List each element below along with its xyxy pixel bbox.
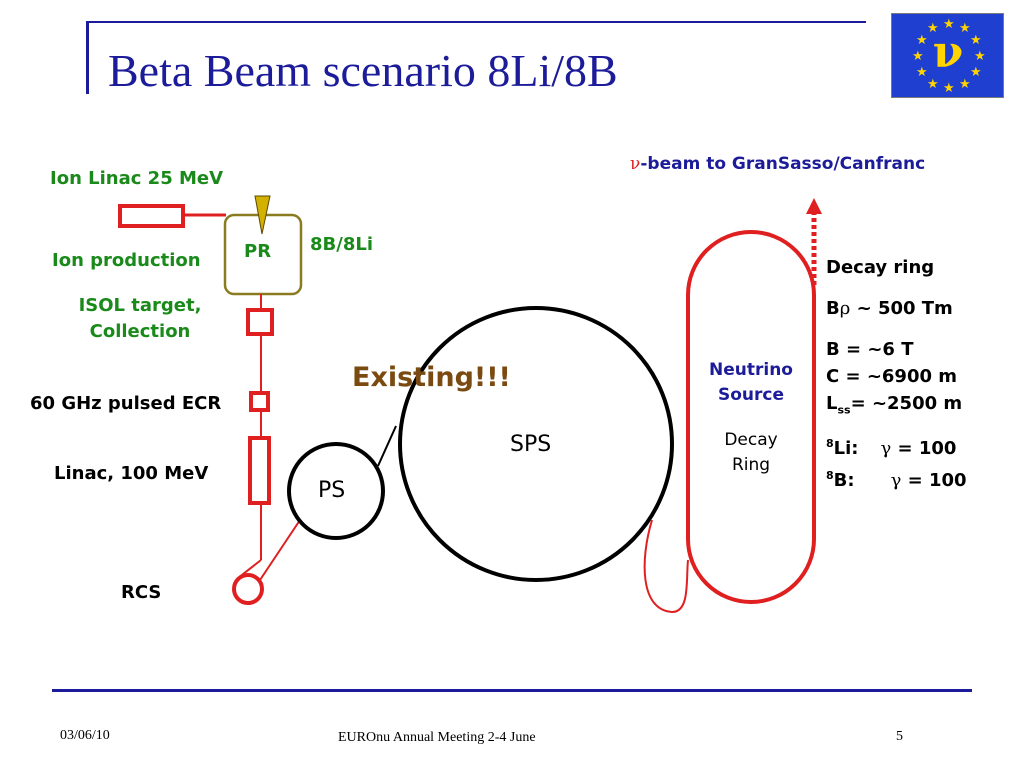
- ps-ring: [287, 442, 385, 540]
- ion-linac-box: [118, 204, 185, 228]
- sps-label: SPS: [510, 432, 552, 457]
- decay-ring-parameters: Decay ring Bρ ~ 500 Tm B = ~6 T C = ~690…: [826, 254, 967, 494]
- beam-text: -beam to GranSasso/Canfranc: [640, 154, 926, 174]
- svg-text:★: ★: [959, 21, 971, 36]
- param-lss: Lss= ~2500 m: [826, 393, 963, 417]
- neutrino-source-line-1: Neutrino: [709, 360, 793, 380]
- svg-text:★: ★: [943, 81, 955, 96]
- param-decay-ring: Decay ring: [826, 257, 935, 278]
- isol-target-label: ISOL target, Collection: [40, 293, 240, 345]
- svg-text:★: ★: [916, 33, 928, 48]
- ion-production-label: Ion production: [52, 250, 201, 271]
- ion-linac-label: Ion Linac 25 MeV: [50, 168, 224, 189]
- sps-ring: [398, 306, 674, 582]
- linac-label: Linac, 100 MeV: [54, 463, 209, 484]
- ecr-box: [249, 391, 270, 412]
- beam-destination-label: ν-beam to GranSasso/Canfranc: [630, 154, 925, 174]
- decay-ring-line-1: Decay: [724, 430, 778, 450]
- pr-label: PR: [244, 241, 272, 262]
- footer-event: EUROnu Annual Meeting 2-4 June: [338, 730, 536, 745]
- svg-text:★: ★: [912, 49, 924, 64]
- title-bracket-vertical: [86, 22, 89, 94]
- neutrino-source-label: Neutrino Source: [695, 358, 807, 408]
- sps-to-decay-ring-line: [643, 519, 689, 614]
- rcs-ring: [232, 573, 264, 605]
- param-brho: Bρ ~ 500 Tm: [826, 298, 953, 319]
- svg-text:★: ★: [916, 65, 928, 80]
- existing-label: Existing!!!: [352, 362, 511, 393]
- footer-rule: [52, 689, 972, 692]
- param-circumference: C = ~6900 m: [826, 366, 958, 387]
- ps-to-sps-line: [377, 425, 397, 467]
- ecr-label: 60 GHz pulsed ECR: [30, 393, 222, 414]
- beam-arrow-head: [806, 198, 822, 214]
- footer-date: 03/06/10: [60, 728, 110, 743]
- param-li-gamma: 8Li:γ = 100: [826, 436, 957, 459]
- isol-line-1: ISOL target,: [78, 295, 202, 316]
- neutrino-source-line-2: Source: [717, 385, 785, 405]
- logo-nu-letter: ν: [932, 27, 964, 78]
- param-b-field: B = ~6 T: [826, 339, 914, 360]
- svg-text:★: ★: [927, 21, 939, 36]
- decay-ring-line-2: Ring: [731, 455, 771, 475]
- isol-target-box: [246, 308, 274, 336]
- footer-page-number: 5: [896, 729, 903, 744]
- rcs-label: RCS: [121, 582, 162, 603]
- param-b-gamma: 8B:γ = 100: [826, 468, 967, 491]
- svg-text:★: ★: [970, 65, 982, 80]
- ps-label: PS: [318, 478, 346, 503]
- star-circle-icon: ★ ★ ★ ★ ★ ★ ★ ★ ★ ★ ★ ★: [912, 17, 986, 96]
- isotopes-label: 8B/8Li: [310, 234, 373, 255]
- injection-arrow: [254, 195, 271, 235]
- linac-100-box: [248, 436, 271, 505]
- page-title: Beta Beam scenario 8Li/8B: [108, 45, 618, 96]
- svg-text:★: ★: [959, 77, 971, 92]
- svg-text:★: ★: [927, 77, 939, 92]
- decay-ring: [686, 230, 816, 604]
- svg-text:★: ★: [943, 17, 955, 32]
- euronu-logo: ★ ★ ★ ★ ★ ★ ★ ★ ★ ★ ★ ★ ν: [891, 13, 1004, 98]
- rcs-to-ps-line: [259, 519, 301, 581]
- svg-text:★: ★: [970, 33, 982, 48]
- beam-nu-symbol: ν: [630, 154, 641, 174]
- decay-ring-inner-label: Decay Ring: [695, 428, 807, 478]
- isol-line-2: Collection: [89, 321, 191, 342]
- title-bracket-horizontal: [86, 21, 866, 23]
- svg-text:★: ★: [974, 49, 986, 64]
